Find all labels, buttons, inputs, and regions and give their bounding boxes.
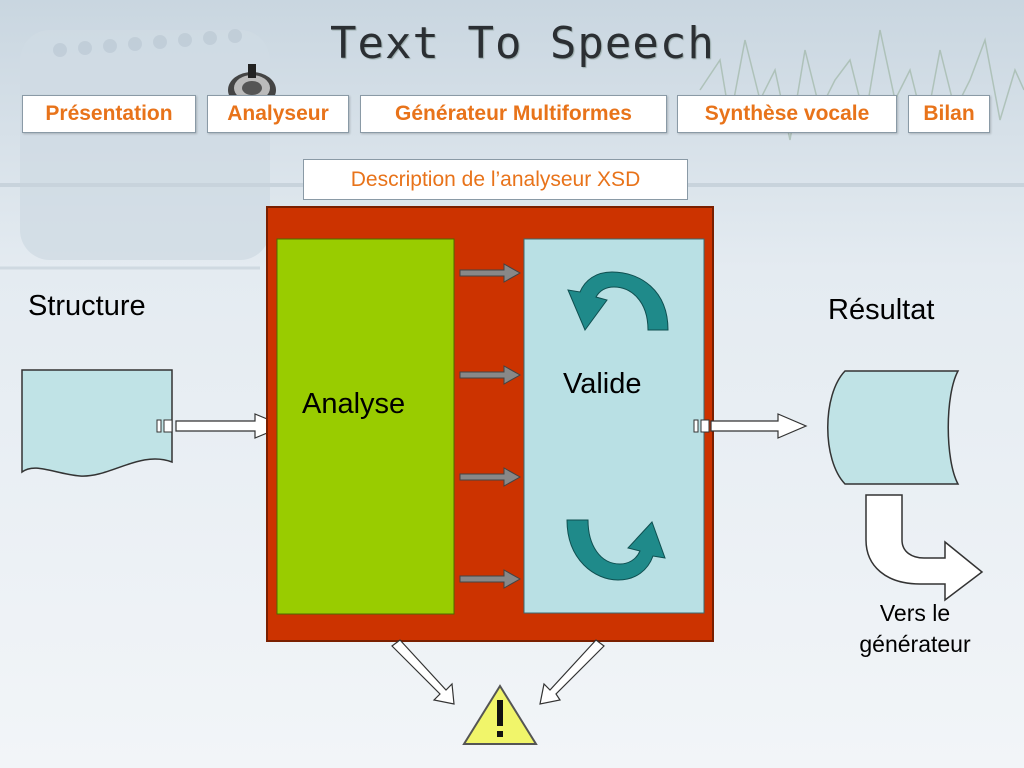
valide-box xyxy=(523,238,705,614)
nav-item-presentation[interactable]: Présentation xyxy=(22,95,196,133)
next-step-label: Vers le générateur xyxy=(840,598,990,660)
input-label: Structure xyxy=(28,290,146,322)
rotate-arrow-icon-lower xyxy=(566,519,666,581)
output-label: Résultat xyxy=(828,294,935,326)
rotate-arrow-icon xyxy=(567,271,669,332)
input-document-shape xyxy=(21,369,173,477)
nav-item-analyseur[interactable]: Analyseur xyxy=(207,95,349,133)
analyse-label: Analyse xyxy=(302,388,406,420)
valide-label: Valide xyxy=(563,368,642,400)
next-step-arrow xyxy=(865,494,984,602)
warning-icon xyxy=(462,684,538,745)
slide-subtitle: Description de l’analyseur XSD xyxy=(303,159,688,200)
next-step-line1: Vers le xyxy=(879,600,951,626)
error-arrows xyxy=(391,639,605,705)
connector-arrows xyxy=(459,263,522,589)
nav-item-generateur-multiformes[interactable]: Générateur Multiformes xyxy=(360,95,667,133)
analyse-box xyxy=(276,238,455,615)
output-arrow xyxy=(693,413,808,439)
nav-item-synthese-vocale[interactable]: Synthèse vocale xyxy=(677,95,897,133)
output-storage-shape xyxy=(827,370,960,485)
next-step-line2: générateur xyxy=(859,631,971,657)
input-arrow xyxy=(156,413,286,439)
nav-item-bilan[interactable]: Bilan xyxy=(908,95,990,133)
page-title: Text To Speech xyxy=(330,18,715,69)
